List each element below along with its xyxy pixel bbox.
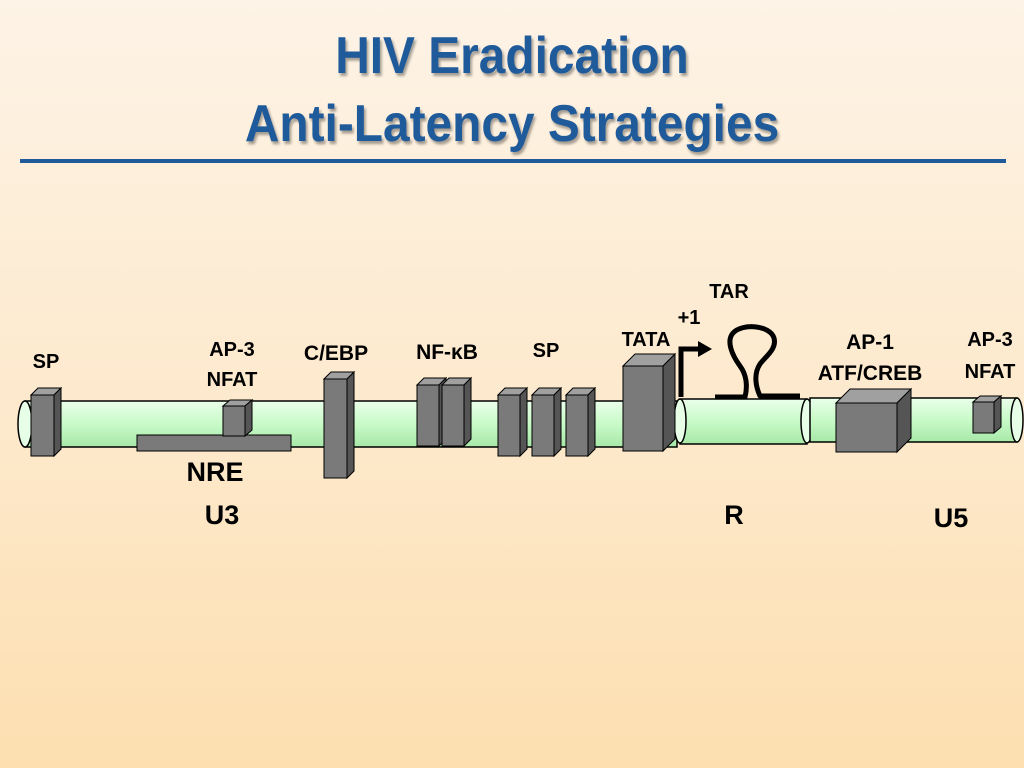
label-plus1: +1 <box>678 307 701 329</box>
label-ap1: AP-1 <box>846 331 894 354</box>
label-sp-left: SP <box>33 351 60 373</box>
sp-box-mid-1 <box>496 386 529 458</box>
label-atf-creb: ATF/CREB <box>818 362 923 385</box>
cebp-box <box>322 370 356 480</box>
ap1-atf-creb-box <box>834 387 913 454</box>
label-ap3-left: AP-3 <box>209 339 255 361</box>
label-tar: TAR <box>709 281 749 303</box>
label-cebp: C/EBP <box>304 342 368 365</box>
label-nfkb: NF-κB <box>416 341 478 364</box>
label-r: R <box>724 500 744 530</box>
label-nfat-left: NFAT <box>207 369 258 391</box>
ap3-nfat-box-left <box>221 398 254 438</box>
sp-box-mid-2 <box>530 386 563 458</box>
label-nfat-right: NFAT <box>965 361 1016 383</box>
tar-hairpin <box>715 324 800 400</box>
ap3-nfat-box-right <box>971 394 1003 435</box>
nfkb-box-2 <box>440 376 473 448</box>
nre-bar <box>136 434 292 452</box>
label-ap3-right: AP-3 <box>967 329 1013 351</box>
title-divider <box>20 159 1006 163</box>
label-sp-mid: SP <box>533 340 560 362</box>
tata-box <box>621 352 677 453</box>
title-line-1: HIV Eradication <box>335 27 689 85</box>
title-line-2: Anti-Latency Strategies <box>244 95 780 153</box>
label-tata: TATA <box>622 329 671 351</box>
sp-box-left <box>29 386 63 458</box>
label-u5: U5 <box>934 503 969 533</box>
label-nre: NRE <box>186 457 243 487</box>
sp-box-mid-3 <box>564 386 597 458</box>
transcription-start-arrow <box>678 341 712 397</box>
label-u3: U3 <box>205 500 240 530</box>
dna-tube-r <box>673 398 814 445</box>
